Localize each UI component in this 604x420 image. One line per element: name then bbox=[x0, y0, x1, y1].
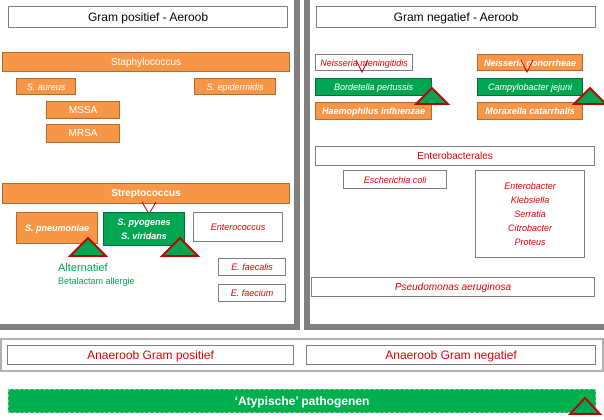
neisseria-meningitidis-box: Neisseria meningitidis bbox=[315, 54, 413, 71]
betalactam-allergie-label: Betalactam allergie bbox=[58, 276, 135, 286]
escherichia-coli-box: Escherichia coli bbox=[343, 170, 447, 189]
green-triangle-icon bbox=[68, 236, 108, 257]
mrsa-box: MRSA bbox=[46, 124, 120, 143]
atypische-pathogenen-bar: ‘Atypische’ pathogenen bbox=[8, 389, 596, 413]
citrobacter-label: Citrobacter bbox=[507, 223, 552, 233]
green-triangle-icon bbox=[414, 86, 450, 105]
s-pyogenes-viridans-box: S. pyogenes S. viridans bbox=[103, 212, 185, 246]
s-viridans-label: S. viridans bbox=[121, 231, 167, 241]
campylobacter-jejuni-box: Campylobacter jejuni bbox=[477, 78, 583, 96]
green-triangle-icon bbox=[572, 86, 604, 105]
staphylococcus-box: Staphylococcus bbox=[2, 52, 290, 72]
alternatief-label: Alternatief bbox=[58, 262, 108, 274]
green-triangle-icon bbox=[160, 236, 200, 257]
bordetella-pertussis-box: Bordetella pertussis bbox=[315, 78, 432, 96]
enterococcus-box: Enterococcus bbox=[193, 212, 283, 242]
klebsiella-label: Klebsiella bbox=[510, 195, 550, 205]
neisseria-gonorrheae-box: Neisseria gonorrheae bbox=[477, 54, 583, 71]
anaeroob-gram-negatief-box: Anaeroob Gram negatief bbox=[306, 345, 596, 365]
neisseria-connector-icon bbox=[520, 59, 534, 74]
s-pneumoniae-box: S. pneumoniae bbox=[16, 212, 98, 244]
green-triangle-icon bbox=[568, 396, 602, 415]
haemophilus-influenzae-box: Haemophilus influenzae bbox=[315, 102, 432, 120]
mssa-box: MSSA bbox=[46, 101, 120, 119]
enterobacterales-box: Enterobacterales bbox=[315, 146, 595, 166]
s-pyogenes-label: S. pyogenes bbox=[117, 217, 171, 227]
neisseria-connector-icon bbox=[355, 59, 369, 74]
e-faecalis-box: E. faecalis bbox=[218, 258, 286, 276]
gram-negatief-title: Gram negatief - Aeroob bbox=[316, 6, 596, 28]
serratia-label: Serratia bbox=[514, 209, 546, 219]
pseudomonas-box: Pseudomonas aeruginosa bbox=[311, 277, 595, 297]
streptococcus-box: Streptococcus bbox=[2, 183, 290, 204]
proteus-label: Proteus bbox=[514, 237, 546, 247]
s-epidermidis-box: S. epidermidis bbox=[194, 78, 276, 95]
enterobacter-label: Enterobacter bbox=[504, 181, 556, 191]
s-aureus-box: S. aureus bbox=[16, 78, 76, 95]
anaeroob-gram-positief-box: Anaeroob Gram positief bbox=[7, 345, 294, 365]
gram-positief-title: Gram positief - Aeroob bbox=[8, 6, 288, 28]
enterobacter-group-box: Enterobacter Klebsiella Serratia Citroba… bbox=[475, 170, 585, 258]
moraxella-catarrhalis-box: Moraxella catarrhalis bbox=[477, 102, 583, 120]
e-faecium-box: E. faecium bbox=[218, 284, 286, 302]
